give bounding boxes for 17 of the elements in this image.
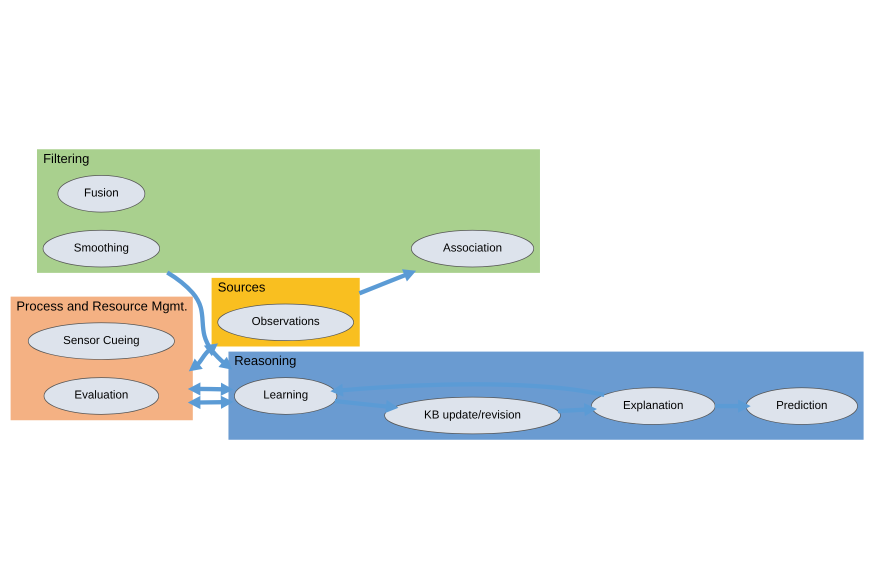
- node-ellipse: Fusion: [58, 174, 146, 212]
- arrow: [358, 268, 416, 295]
- node-ellipse: Learning: [234, 376, 338, 414]
- arrow: [188, 382, 234, 396]
- arrow: [330, 382, 605, 396]
- node-ellipse: Observations: [217, 303, 354, 341]
- arrow: [188, 395, 234, 409]
- node-ellipse: Smoothing: [42, 229, 160, 267]
- arrow: [558, 402, 597, 416]
- arrow: [715, 398, 751, 412]
- arrow: [334, 398, 398, 413]
- arrow: [166, 270, 232, 370]
- node-ellipse: Prediction: [746, 386, 858, 424]
- node-ellipse: Evaluation: [44, 376, 160, 414]
- node-ellipse: Association: [410, 229, 534, 267]
- node-ellipse: Sensor Cueing: [28, 322, 175, 360]
- node-ellipse: Explanation: [591, 386, 716, 424]
